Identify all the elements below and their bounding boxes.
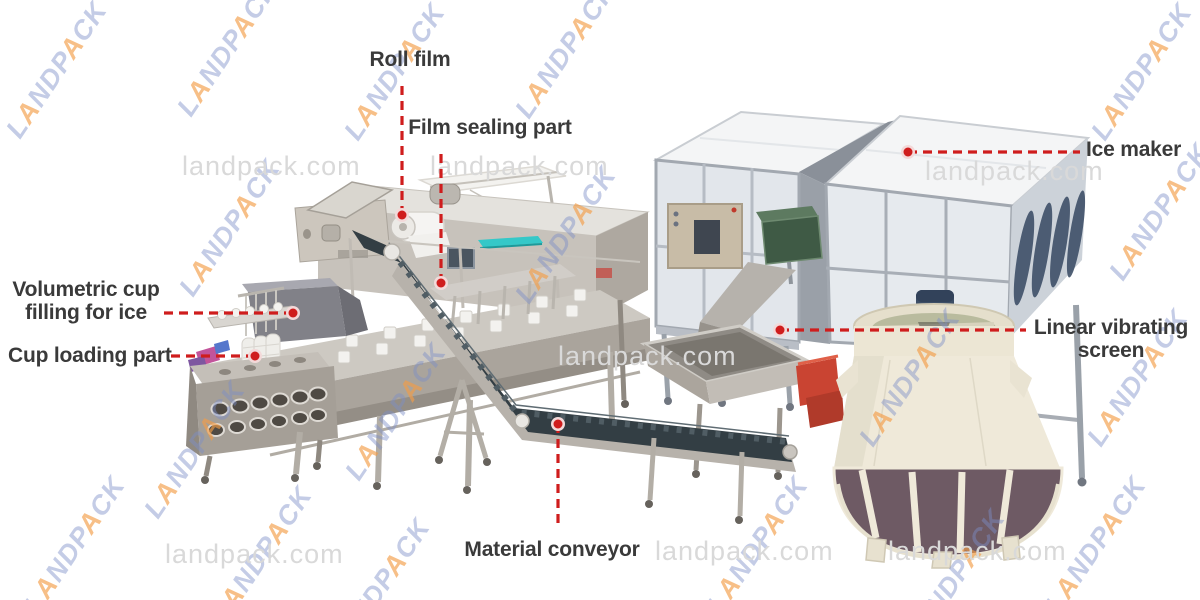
incline-z-conveyor xyxy=(352,230,798,524)
cup-filling-sealing-machine xyxy=(186,165,650,494)
cooling-tower xyxy=(832,290,1064,569)
ice-maker-machines xyxy=(652,110,1091,487)
ice-vibrating-screen xyxy=(639,324,844,480)
